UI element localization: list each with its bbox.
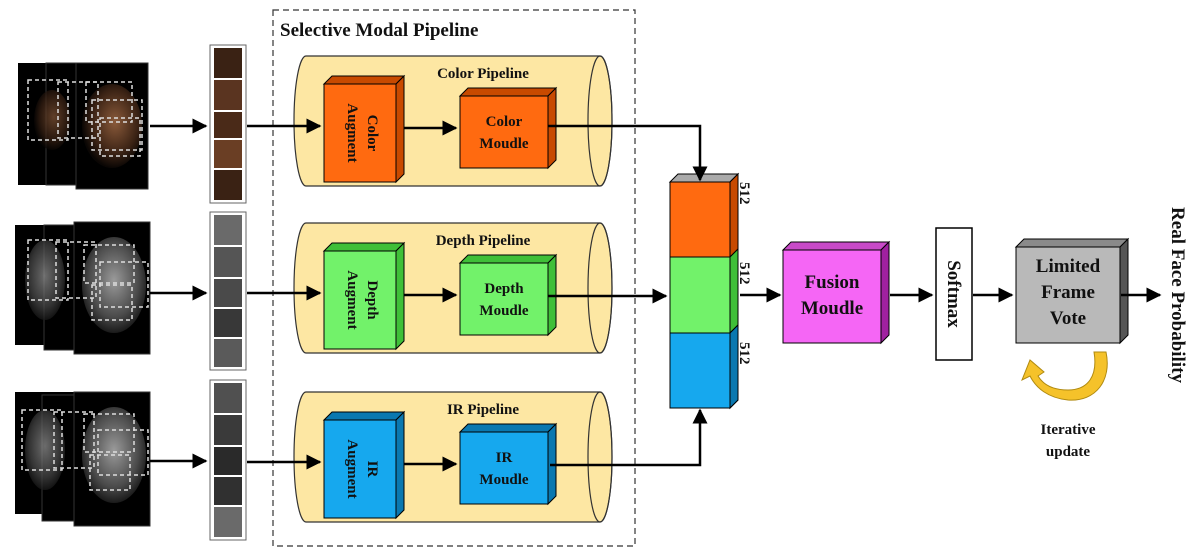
module-label-1-depth: Depth: [484, 281, 524, 297]
vote-label-2: Frame: [1041, 282, 1095, 303]
fusion-label-1: Fusion: [805, 272, 860, 293]
module-box-top-color: [458, 87, 558, 97]
module-box-ir: [459, 431, 549, 505]
augment-label-2-depth: Augment: [344, 270, 360, 329]
pipeline-input-arrows: [247, 118, 322, 470]
augment-label-2-color: Augment: [344, 103, 360, 162]
input-frames-ir: [15, 391, 151, 527]
softmax-label: Softmax: [943, 260, 964, 328]
input-arrows: [150, 118, 208, 469]
iterative-loop-arrow: [1021, 351, 1108, 401]
patch-strip-color: [209, 44, 247, 204]
vote-label-3: Vote: [1050, 308, 1086, 329]
pipeline-cylinder-end-ir: [587, 391, 613, 523]
iterative-label-2: update: [1046, 444, 1091, 460]
feature-stack: [668, 172, 740, 410]
augment-box-side-depth: [395, 241, 405, 351]
module-label-2-color: Moudle: [479, 136, 529, 152]
augment-label-1-color: Color: [364, 115, 380, 152]
dim-label-depth: 512: [736, 262, 752, 285]
dim-label-color: 512: [736, 182, 752, 205]
pipeline-title-color: Color Pipeline: [437, 66, 529, 82]
fusion-label-2: Moudle: [801, 298, 863, 319]
input-frames-depth: [15, 221, 151, 355]
patch-strip-ir: [209, 379, 247, 541]
augment-box-ir: [323, 419, 397, 519]
augment-box-depth: [323, 250, 397, 350]
augment-box-top-depth: [322, 242, 406, 252]
dim-label-ir: 512: [736, 342, 752, 365]
softmax-box: [935, 227, 973, 361]
augment-box-side-color: [395, 74, 405, 184]
feature-arrows: [548, 124, 782, 467]
module-label-2-depth: Moudle: [479, 303, 529, 319]
pipeline-title-ir: IR Pipeline: [447, 402, 519, 418]
output-label: Real Face Probability: [1167, 207, 1188, 383]
augment-box-top-ir: [322, 411, 406, 421]
feature-block-color: [669, 181, 731, 258]
selective-modal-title: Selective Modal Pipeline: [280, 20, 478, 41]
vote-box: [1014, 237, 1130, 345]
module-box-top-ir: [458, 423, 558, 433]
module-label-1-ir: IR: [496, 450, 513, 466]
selective-modal-frame: [272, 9, 636, 547]
input-frames-color: [18, 62, 149, 190]
augment-box-side-ir: [395, 410, 405, 520]
module-box-color: [459, 95, 549, 169]
feature-block-depth: [669, 256, 731, 334]
pipeline-cylinder-end-color: [587, 55, 613, 187]
vote-label-1: Limited: [1036, 256, 1101, 277]
augment-label-2-ir: Augment: [344, 439, 360, 498]
fusion-module: [781, 240, 891, 345]
feature-block-ir: [669, 332, 731, 409]
module-box-top-depth: [458, 254, 558, 264]
patch-strip-depth: [209, 211, 247, 371]
pipeline-title-depth: Depth Pipeline: [436, 233, 531, 249]
augment-label-1-ir: IR: [364, 461, 380, 478]
iterative-label-1: Iterative: [1041, 422, 1096, 438]
module-label-2-ir: Moudle: [479, 472, 529, 488]
pipeline-cylinder-end-depth: [587, 222, 613, 354]
augment-box-top-color: [322, 75, 406, 85]
augment-box-color: [323, 83, 397, 183]
module-label-1-color: Color: [486, 114, 523, 130]
module-box-side-color: [547, 86, 557, 170]
module-box-depth: [459, 262, 549, 336]
augment-label-1-depth: Depth: [364, 280, 380, 320]
